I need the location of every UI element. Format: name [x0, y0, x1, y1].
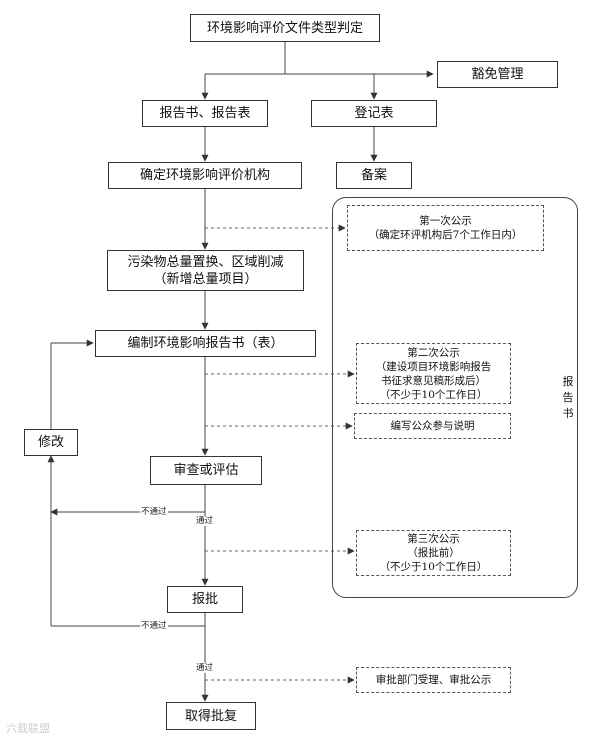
report-region-label: 报告书 — [562, 375, 574, 420]
notice-first-detail: （确定环评机构后7个工作日内） — [368, 229, 523, 241]
watermark-text: 六载联盟 — [6, 722, 50, 735]
node-registration: 登记表 — [311, 100, 437, 127]
node-agency: 确定环境影响评价机构 — [108, 162, 302, 189]
notice-dept: 审批部门受理、审批公示 — [356, 667, 511, 693]
notice-first: 第一次公示 （确定环评机构后7个工作日内） — [347, 205, 544, 251]
edge-label-pass-1: 通过 — [195, 516, 215, 526]
node-compile: 编制环境影响报告书（表） — [95, 330, 316, 357]
notice-third-detail2: （不少于10个工作日） — [379, 561, 488, 573]
node-approve: 报批 — [167, 586, 243, 613]
node-revise: 修改 — [24, 429, 78, 456]
notice-second-detail1: （建设项目环境影响报告 — [375, 360, 492, 373]
node-type-decision: 环境影响评价文件类型判定 — [190, 14, 380, 42]
edge-label-fail-1: 不通过 — [140, 507, 168, 517]
edge-label-fail-2: 不通过 — [140, 621, 168, 631]
notice-second: 第二次公示 （建设项目环境影响报告 书征求意见稿形成后） （不少于10个工作日） — [356, 343, 511, 404]
notice-second-detail2: 书征求意见稿形成后） — [381, 374, 486, 387]
node-exempt: 豁免管理 — [437, 61, 558, 88]
node-pollutant: 污染物总量置换、区域削减 （新增总量项目） — [107, 250, 304, 291]
notice-third-title: 第三次公示 — [407, 533, 460, 545]
notice-third-detail1: （报批前） — [407, 547, 460, 559]
notice-participation: 编写公众参与说明 — [354, 413, 511, 439]
node-filing: 备案 — [336, 162, 412, 189]
node-report: 报告书、报告表 — [142, 100, 268, 127]
node-pollutant-line1: 污染物总量置换、区域削减 — [127, 254, 284, 270]
notice-first-title: 第一次公示 — [419, 215, 472, 227]
edge-label-pass-2: 通过 — [195, 663, 215, 673]
node-review: 审查或评估 — [150, 456, 262, 485]
notice-third: 第三次公示 （报批前） （不少于10个工作日） — [356, 530, 511, 576]
node-pollutant-line2: （新增总量项目） — [153, 271, 258, 287]
node-obtain: 取得批复 — [166, 702, 256, 730]
notice-second-detail3: （不少于10个工作日） — [379, 388, 488, 401]
report-region — [332, 197, 578, 598]
notice-second-title: 第二次公示 — [407, 346, 460, 359]
